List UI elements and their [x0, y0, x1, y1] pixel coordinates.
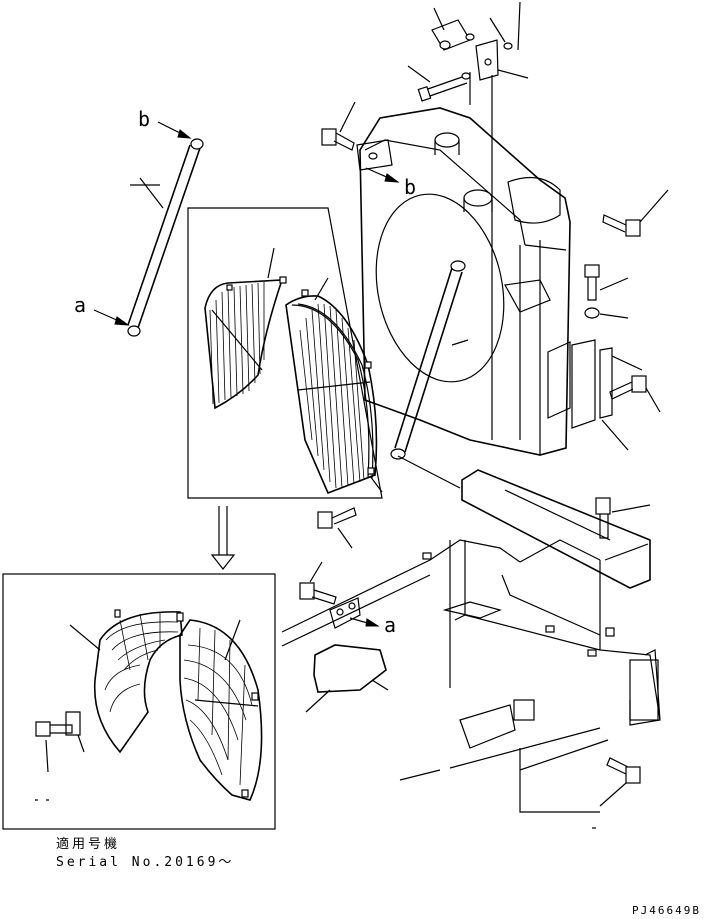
top-bracket	[407, 1, 529, 440]
bolts-radiator-right	[584, 189, 669, 451]
drawing-code: PJ46649B	[632, 904, 701, 917]
ref-a-frame-label: a	[384, 613, 396, 637]
bolt-radiator-left	[321, 101, 356, 151]
leaders-misc	[369, 455, 461, 493]
ref-b-radiator-label: b	[404, 175, 416, 199]
ref-b-upper: b	[138, 107, 192, 139]
serial-box-shroud	[2, 573, 276, 830]
ref-a-frame: a	[349, 613, 396, 637]
stay-rod-inner	[390, 260, 466, 460]
detail-box-shroud	[187, 207, 383, 499]
ref-b-radiator: b	[365, 167, 416, 199]
serial-note: 適用号機 Serial No.20169～	[56, 836, 234, 870]
ref-a-upper: a	[74, 293, 130, 326]
detail-arrow	[210, 506, 236, 570]
bolts-frame	[299, 497, 651, 807]
radiator-assembly	[356, 107, 613, 456]
ref-b-upper-label: b	[138, 107, 150, 131]
ref-a-upper-label: a	[74, 293, 86, 317]
lower-frame	[281, 469, 661, 829]
stay-rod-upper	[127, 138, 204, 337]
serial-note-title: 適用号機	[56, 836, 120, 852]
serial-note-number: Serial No.20169～	[56, 855, 234, 870]
